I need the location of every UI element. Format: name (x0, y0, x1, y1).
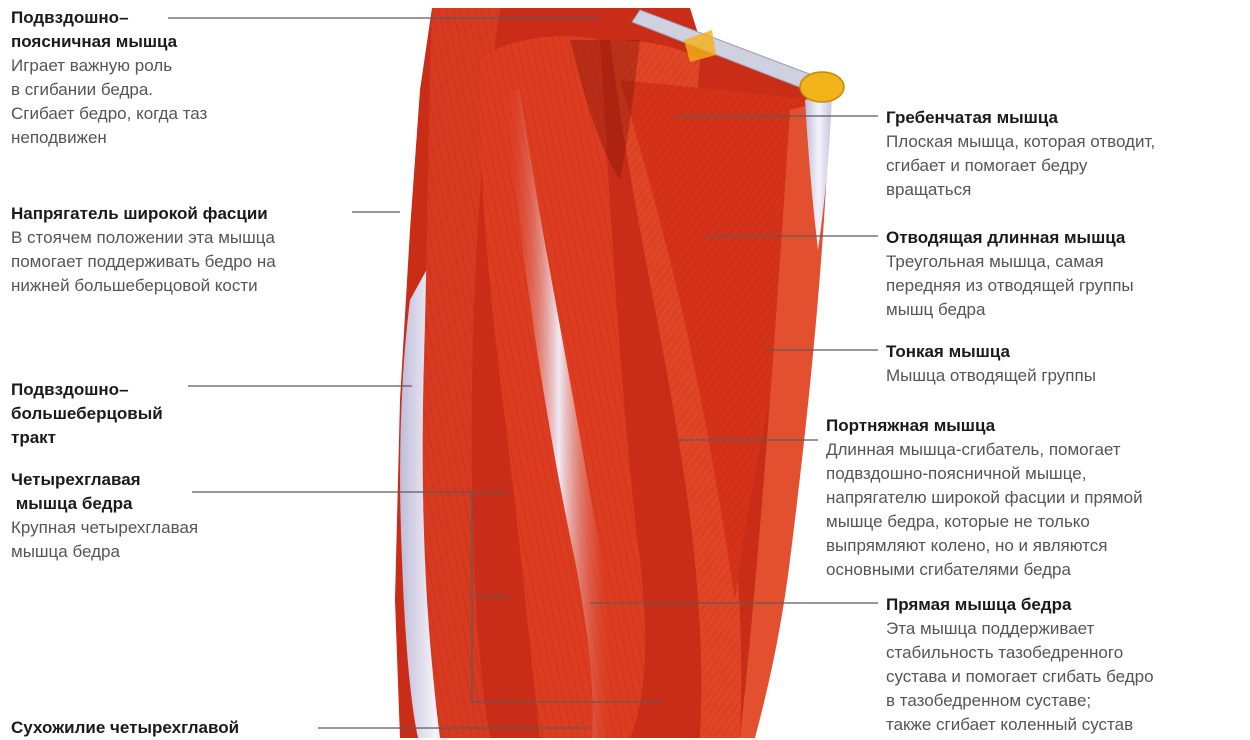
adductor-desc-2: передняя из отводящей группы (886, 274, 1236, 298)
label-it-band: Подвздошно– большеберцовый тракт (11, 378, 211, 450)
quad-tendon-title: Сухожилие четырехглавой (11, 716, 321, 740)
label-iliopsoas: Подвздошно– поясничная мышца Играет важн… (11, 6, 271, 150)
rectus-desc-1: Эта мышца поддерживает (886, 617, 1236, 641)
tfl-desc-2: помогает поддерживать бедро на (11, 250, 371, 274)
iliopsoas-desc-2: в сгибании бедра. (11, 78, 271, 102)
it-band-title-2: большеберцовый (11, 402, 211, 426)
quadriceps-title-1: Четырехглавая (11, 468, 271, 492)
label-quad-tendon: Сухожилие четырехглавой (11, 716, 321, 740)
label-tfl: Напрягатель широкой фасции В стоячем пол… (11, 202, 371, 298)
adductor-desc-1: Треугольная мышца, самая (886, 250, 1236, 274)
sartorius-desc-4: мышце бедра, которые не только (826, 510, 1236, 534)
iliopsoas-desc-1: Играет важную роль (11, 54, 271, 78)
label-sartorius: Портняжная мышца Длинная мышца-сгибатель… (826, 414, 1236, 582)
sartorius-desc-2: подвздошно-поясничной мышце, (826, 462, 1236, 486)
quadriceps-desc-1: Крупная четырехглавая (11, 516, 271, 540)
iliopsoas-desc-3: Сгибает бедро, когда таз (11, 102, 271, 126)
quadriceps-desc-2: мышца бедра (11, 540, 271, 564)
label-quadriceps: Четырехглавая мышца бедра Крупная четыре… (11, 468, 271, 564)
rectus-desc-5: также сгибает коленный сустав (886, 713, 1236, 737)
iliopsoas-title-2: поясничная мышца (11, 30, 271, 54)
sartorius-title: Портняжная мышца (826, 414, 1236, 438)
label-rectus-femoris: Прямая мышца бедра Эта мышца поддерживае… (886, 593, 1236, 737)
rectus-title: Прямая мышца бедра (886, 593, 1236, 617)
iliopsoas-title-1: Подвздошно– (11, 6, 271, 30)
adductor-desc-3: мышц бедра (886, 298, 1236, 322)
it-band-title-3: тракт (11, 426, 211, 450)
tfl-title: Напрягатель широкой фасции (11, 202, 371, 226)
tfl-desc-1: В стоячем положении эта мышца (11, 226, 371, 250)
sartorius-desc-6: основными сгибателями бедра (826, 558, 1236, 582)
sartorius-desc-5: выпрямляют колено, но и являются (826, 534, 1236, 558)
gracilis-title: Тонкая мышца (886, 340, 1236, 364)
pectineus-desc-2: сгибает и помогает бедру (886, 154, 1236, 178)
pectineus-title: Гребенчатая мышца (886, 106, 1236, 130)
pectineus-desc-3: вращаться (886, 178, 1236, 202)
pectineus-desc-1: Плоская мышца, которая отводит, (886, 130, 1236, 154)
rectus-desc-2: стабильность тазобедренного (886, 641, 1236, 665)
adductor-title: Отводящая длинная мышца (886, 226, 1236, 250)
tfl-desc-3: нижней большеберцовой кости (11, 274, 371, 298)
sartorius-desc-3: напрягателю широкой фасции и прямой (826, 486, 1236, 510)
label-adductor-longus: Отводящая длинная мышца Треугольная мышц… (886, 226, 1236, 322)
iliopsoas-desc-4: неподвижен (11, 126, 271, 150)
pubic-bone (800, 72, 844, 102)
quadriceps-title-2: мышца бедра (11, 492, 271, 516)
it-band-title-1: Подвздошно– (11, 378, 211, 402)
label-pectineus: Гребенчатая мышца Плоская мышца, которая… (886, 106, 1236, 202)
rectus-desc-3: сустава и помогает сгибать бедро (886, 665, 1236, 689)
sartorius-desc-1: Длинная мышца-сгибатель, помогает (826, 438, 1236, 462)
rectus-desc-4: в тазобедренном суставе; (886, 689, 1236, 713)
gracilis-desc-1: Мышца отводящей группы (886, 364, 1236, 388)
label-gracilis: Тонкая мышца Мышца отводящей группы (886, 340, 1236, 388)
